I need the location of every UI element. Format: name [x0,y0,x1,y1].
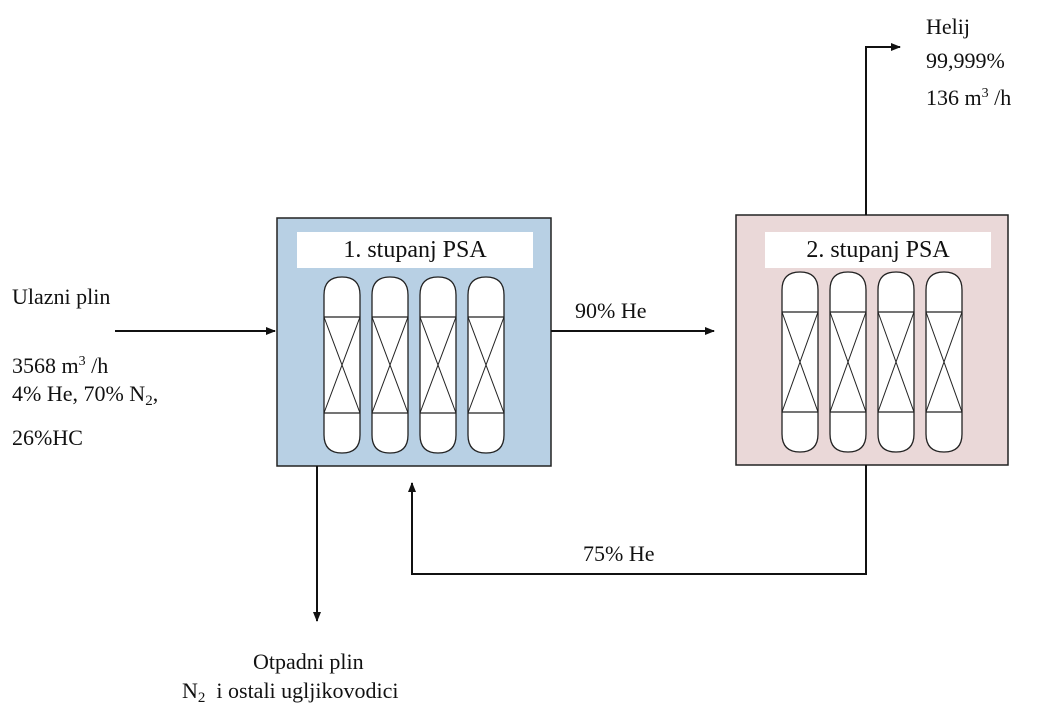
stage1-column-4 [467,276,505,454]
stage2-title: 2. stupanj PSA [765,232,991,268]
waste-comp-n: N [182,678,198,703]
feed-flow-exponent: 3 [78,354,86,369]
feed-flow: 3568 m3 /h [12,348,108,380]
stage2-adsorber-columns [781,271,963,453]
stage1-column-2 [371,276,409,454]
product-flow: 136 m3 /h [926,80,1011,112]
feed-comp-a-tail: , [152,381,159,406]
stage1-title: 1. stupanj PSA [297,232,533,268]
product-name: Helij [926,14,970,39]
product-purity: 99,999% [926,48,1005,73]
intermediate-label: 90% He [575,298,647,323]
stage1-adsorber-columns [323,276,505,454]
product-arrow [865,43,901,215]
waste-name: Otpadni plin [253,649,364,674]
product-flow-unit: /h [988,85,1012,110]
stage1-column-1 [323,276,361,454]
stage2-column-3 [877,271,915,453]
product-flow-exponent: 3 [981,86,989,101]
feed-composition-b: 26%HC [12,425,83,450]
waste-comp-rest: i ostali ugljikovodici [205,678,399,703]
stage1-column-3 [419,276,457,454]
stage2-column-1 [781,271,819,453]
feed-flow-unit: /h [85,353,109,378]
feed-comp-a-subscript: 2 [145,393,153,409]
stage2-column-2 [829,271,867,453]
waste-comp-subscript: 2 [197,690,206,706]
feed-comp-a-text: 4% He, 70% N [12,381,146,406]
product-flow-value: 136 m [926,85,982,110]
feed-name: Ulazni plin [12,284,111,309]
recycle-arrow [408,465,867,575]
stage2-column-4 [925,271,963,453]
waste-composition: N2 i ostali ugljikovodici [182,677,399,712]
feed-composition-a: 4% He, 70% N2, [12,380,158,415]
recycle-label: 75% He [583,541,655,566]
feed-flow-value: 3568 m [12,353,79,378]
